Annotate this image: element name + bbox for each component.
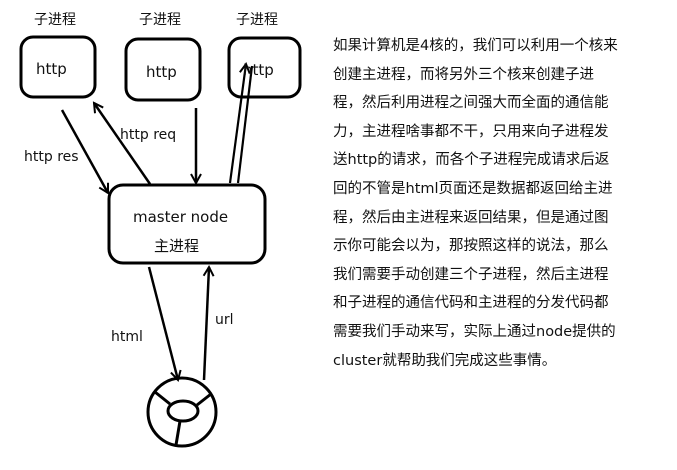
child3-to-master-arrow-b	[236, 65, 254, 184]
http-res-label: http res	[24, 149, 79, 165]
browser-client-icon	[146, 376, 218, 448]
paragraph-line: 我们需要手动创建三个子进程，然后主进程	[333, 266, 609, 283]
child-process-box-label-1: http	[36, 60, 67, 78]
html-label: html	[111, 329, 143, 345]
master-node-label: master node	[133, 208, 229, 226]
child-process-box-label-3: http	[243, 61, 274, 79]
child-process-box-3	[227, 36, 302, 99]
explanation-paragraph: 如果计算机是4核的，我们可以利用一个核来 创建主进程，而将另外三个核来创建子进 …	[333, 32, 673, 375]
paragraph-line: 需要我们手动来写，实际上通过node提供的	[333, 323, 616, 340]
paragraph-line: 回的不管是html页面还是数据都返回给主进	[333, 180, 613, 197]
master-process-label: 主进程	[154, 237, 200, 255]
paragraph-line: cluster就帮助我们完成这些事情。	[333, 352, 557, 369]
child-process-title-1: 子进程	[34, 12, 76, 28]
paragraph-line: 程，然后由主进程来返回结果，但是通过图	[333, 209, 609, 226]
http-req-label: http req	[120, 127, 177, 143]
html-arrow	[147, 266, 178, 380]
http-res-arrow	[60, 109, 110, 193]
paragraph-line: 送http的请求，而各个子进程完成请求后返	[333, 152, 610, 169]
paragraph-line: 创建主进程，而将另外三个核来创建子进	[333, 66, 594, 83]
child-process-title-3: 子进程	[236, 12, 278, 28]
child-process-box-1	[19, 35, 97, 99]
paragraph-line: 如果计算机是4核的，我们可以利用一个核来	[333, 38, 618, 54]
child-process-box-2	[124, 37, 202, 102]
child-process-title-2: 子进程	[139, 12, 181, 28]
master-node-box	[107, 183, 267, 265]
paragraph-line: 示你可能会以为，那按照这样的说法，那么	[333, 238, 609, 255]
paragraph-line: 和子进程的通信代码和主进程的分发代码都	[333, 295, 609, 312]
url-label: url	[215, 312, 234, 328]
child-process-box-label-2: http	[146, 63, 177, 81]
http-req-arrow	[94, 103, 152, 185]
url-arrow	[202, 267, 209, 381]
child3-to-master-arrow-a	[228, 64, 246, 184]
paragraph-line: 程，然后利用进程之间强大而全面的通信能	[333, 95, 609, 112]
paragraph-line: 力，主进程啥事都不干，只用来向子进程发	[333, 123, 609, 140]
